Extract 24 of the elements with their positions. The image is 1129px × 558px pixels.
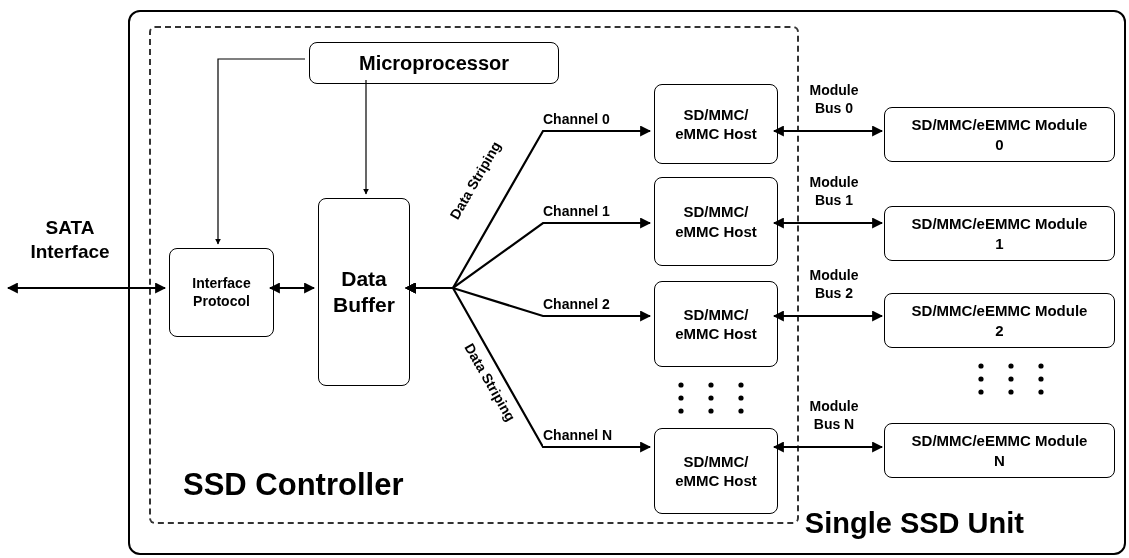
process-box: Data Buffer (318, 198, 410, 386)
process-box: SD/MMC/eEMMC Module 2 (884, 293, 1115, 348)
process-box: SD/MMC/ eMMC Host (654, 428, 778, 514)
arrow (215, 58, 306, 245)
process-box: SD/MMC/eEMMC Module N (884, 423, 1115, 478)
arrow (772, 441, 884, 453)
arrow (6, 282, 167, 294)
region-title: SSD Controller (183, 465, 404, 504)
arrow (404, 282, 652, 453)
arrow (772, 310, 884, 322)
arrow (268, 282, 316, 294)
process-box: SD/MMC/ eMMC Host (654, 281, 778, 367)
process-box: Microprocessor (309, 42, 559, 84)
controller-region (149, 26, 799, 524)
process-box: SD/MMC/ eMMC Host (654, 84, 778, 164)
arrow (772, 125, 884, 137)
process-box: SD/MMC/eEMMC Module 1 (884, 206, 1115, 261)
arrow (772, 217, 884, 229)
region-title: Single SSD Unit (804, 505, 1024, 541)
arrow (363, 79, 369, 195)
process-box: SD/MMC/eEMMC Module 0 (884, 107, 1115, 162)
unit-frame (128, 10, 1126, 555)
process-box: SD/MMC/ eMMC Host (654, 177, 778, 266)
process-box: Interface Protocol (169, 248, 274, 337)
